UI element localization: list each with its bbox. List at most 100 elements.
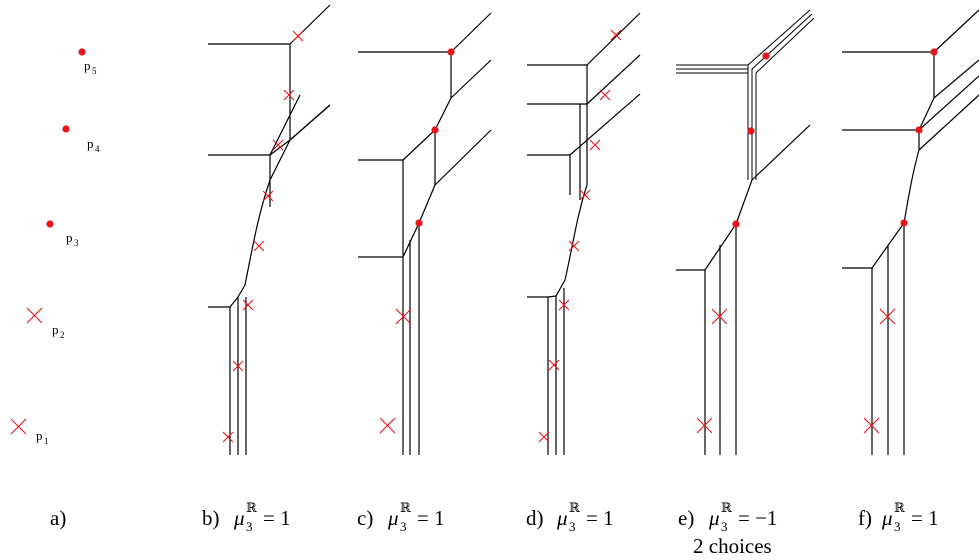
caption-d: d) μ ℝ 3 = 1 [526, 501, 614, 534]
caption-d-mu: μ [556, 506, 568, 530]
point-p3-index: 3 [74, 238, 79, 248]
cross-icon [292, 30, 304, 42]
caption-e: e) μ ℝ 3 = −1 2 choices [678, 501, 777, 558]
curve-segment [527, 295, 557, 298]
curve-segment [751, 124, 811, 181]
caption-f-sub: 3 [894, 519, 901, 534]
caption-e-sup: ℝ [721, 501, 733, 516]
panel-d-crosses [538, 29, 622, 443]
dot-icon [46, 220, 54, 228]
point-p4-index: 4 [95, 144, 100, 154]
cross-icon [379, 417, 396, 434]
curve-segment [918, 94, 979, 151]
caption-f-mu: μ [881, 506, 893, 530]
cross-icon [538, 431, 550, 443]
point-p3-letter: p [66, 230, 73, 245]
curve-segment [747, 65, 757, 180]
caption-c-sub: 3 [400, 519, 407, 534]
caption-c-rhs: = 1 [417, 506, 445, 530]
caption-d-rhs: = 1 [586, 506, 614, 530]
panel-b-crosses [222, 30, 304, 443]
dot-icon [747, 127, 755, 135]
panel-c-curve [358, 12, 492, 455]
dot-icon [415, 219, 423, 227]
panel-e-curve [676, 9, 815, 455]
dot-icon [900, 219, 908, 227]
cross-icon [222, 431, 234, 443]
dot-icon [447, 48, 455, 56]
cross-icon [283, 89, 295, 101]
cross-icon [711, 308, 728, 325]
caption-f-rhs: = 1 [911, 506, 939, 530]
curve-segment [903, 130, 920, 224]
dot-icon [431, 126, 439, 134]
caption-e-note: 2 choices [693, 534, 772, 558]
cross-icon [253, 240, 265, 252]
caption-d-label: d) [526, 506, 544, 530]
point-p2-index: 2 [60, 330, 65, 340]
caption-b-mu: μ [233, 506, 245, 530]
curve-segment [418, 130, 436, 224]
dot-icon [62, 125, 70, 133]
caption-e-label: e) [678, 506, 694, 530]
caption-b-sup: ℝ [246, 501, 258, 516]
point-p5-letter: p [84, 58, 91, 73]
caption-a-label: a) [50, 506, 66, 530]
curve-segment [208, 4, 331, 45]
dot-icon [915, 126, 923, 134]
caption-c: c) μ ℝ 3 = 1 [357, 501, 445, 534]
point-p1-index: 1 [44, 436, 49, 446]
cross-icon [579, 189, 591, 201]
cross-icon [548, 359, 560, 371]
caption-b-label: b) [202, 506, 220, 530]
curve-segment [289, 104, 331, 141]
curve-segment [434, 52, 452, 131]
panel-f-curve [842, 9, 979, 455]
cross-icon [272, 139, 284, 151]
cross-icon [10, 418, 27, 435]
dot-icon [930, 48, 938, 56]
curve-segment [527, 54, 641, 105]
point-p5-index: 5 [92, 66, 97, 76]
curve-segment [434, 129, 492, 186]
caption-e-mu: μ [708, 506, 720, 530]
cross-icon [863, 417, 880, 434]
curve-segment [842, 9, 979, 53]
curve-segment [208, 296, 239, 308]
curve-segment [527, 12, 641, 66]
curve-segment [269, 44, 291, 156]
caption-d-sub: 3 [569, 519, 576, 534]
point-p4: p 4 [62, 125, 100, 154]
caption-b: b) μ ℝ 3 = 1 [202, 501, 291, 534]
point-p5: p 5 [78, 48, 97, 76]
curve-segment [735, 179, 753, 225]
curve-segment [676, 64, 748, 74]
curve-segment [208, 94, 301, 156]
curve-segment [842, 222, 905, 269]
cross-icon [879, 308, 896, 325]
caption-b-rhs: = 1 [263, 506, 291, 530]
curve-segment [237, 139, 291, 298]
caption-e-sub: 3 [721, 519, 728, 534]
cross-icon [610, 29, 622, 41]
cross-icon [242, 299, 254, 311]
dot-icon [78, 48, 86, 56]
caption-c-label: c) [357, 506, 373, 530]
curve-segment [747, 9, 815, 74]
curve-segment [676, 223, 737, 271]
panel-d-curve [527, 12, 641, 455]
caption-c-sup: ℝ [400, 501, 412, 516]
curve-segment [358, 129, 436, 161]
curve-segment [555, 184, 588, 297]
dot-icon [762, 52, 770, 60]
caption-f: f) μ ℝ 3 = 1 [858, 501, 939, 534]
cross-icon [589, 139, 601, 151]
point-p3: p 3 [46, 220, 79, 248]
cross-icon [26, 307, 43, 324]
dot-icon [732, 220, 740, 228]
caption-b-sub: 3 [246, 519, 253, 534]
cross-icon [568, 240, 580, 252]
caption-f-label: f) [858, 506, 872, 530]
cross-icon [395, 308, 412, 325]
